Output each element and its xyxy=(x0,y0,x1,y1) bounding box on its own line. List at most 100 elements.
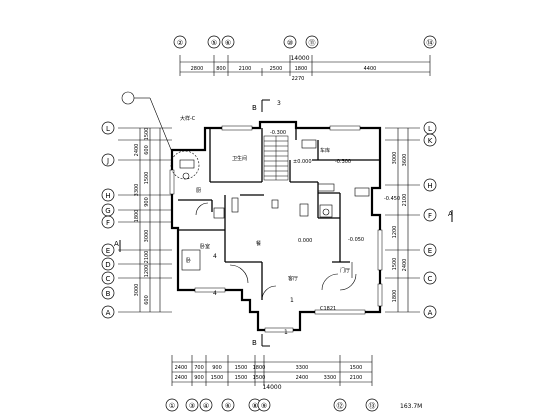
room-label-b: 厨 xyxy=(196,188,201,194)
bottom-upper-dim-2: 700 xyxy=(194,365,204,371)
room-label-e: 客厅 xyxy=(288,275,298,282)
fixtures xyxy=(179,139,370,301)
interior-walls xyxy=(178,128,380,300)
left-dim-5: 1500 xyxy=(144,172,150,185)
bottom-dim-texts: 2400 700 900 1500 1800 3300 1500 2400 90… xyxy=(175,365,363,391)
section-a-right: A xyxy=(448,210,453,218)
room-label-h: 车库 xyxy=(320,147,330,154)
grid-right-L: L xyxy=(428,125,432,133)
right-dim-1: 3000 xyxy=(392,152,398,165)
grid-bottom-label-5: ⑧ xyxy=(252,402,258,410)
bottom-total-dim: 14000 xyxy=(262,384,281,391)
bottom-dim-seg-5: 1500 xyxy=(253,375,266,381)
grid-right-C: C xyxy=(428,275,433,283)
section-b-bottom: B xyxy=(252,339,257,347)
grid-bottom-label-7: ⑫ xyxy=(337,402,344,410)
detail-callout xyxy=(121,91,200,180)
right-dim-3: 1200 xyxy=(392,226,398,239)
top-dimension-group xyxy=(179,55,431,76)
grid-right-K: K xyxy=(428,137,433,145)
grid-left-L: L xyxy=(106,125,110,133)
grid-left-C: C xyxy=(106,275,111,283)
top-grid-bubbles xyxy=(173,35,437,49)
left-dim-3: 600 xyxy=(144,145,150,155)
bottom-upper-dim-7: 1500 xyxy=(350,365,363,371)
right-dim-texts: 3000 2100 1200 3600 1500 2400 1800 xyxy=(392,152,408,303)
left-dim-10: 1200 xyxy=(144,265,150,278)
room-label-d: 卧 xyxy=(186,257,191,264)
grid-top-label-2: ⑤ xyxy=(211,39,217,47)
grid-left-J: J xyxy=(106,157,109,165)
left-grid-bubbles xyxy=(101,121,115,319)
bottom-grid-bubbles xyxy=(165,398,379,412)
section-b-top-num: 3 xyxy=(277,100,281,107)
bottom-upper-dim-1: 2400 xyxy=(175,365,188,371)
grid-right-F: F xyxy=(428,212,432,220)
grid-left-E: E xyxy=(106,247,110,255)
section-b-bottom-num: 1 xyxy=(284,329,288,336)
staircase xyxy=(263,135,289,181)
bottom-dim-seg-7: 3300 xyxy=(324,375,337,381)
right-grid-bubbles xyxy=(423,121,437,319)
left-dim-6: 900 xyxy=(144,197,150,207)
bottom-dim-seg-4: 1500 xyxy=(235,375,248,381)
grid-bottom-label-6: ⑨ xyxy=(261,402,267,410)
grid-bottom-label-4: ⑥ xyxy=(225,402,231,410)
section-marks xyxy=(119,99,453,347)
top-dim-seg-6: 4400 xyxy=(364,66,377,72)
top-total-dim: 14000 xyxy=(290,55,309,62)
room-label-a: 卫生间 xyxy=(232,155,247,162)
bottom-upper-dim-5: 1800 xyxy=(253,365,266,371)
top-dim-seg-4: 2500 xyxy=(270,66,283,72)
left-dim-12: 600 xyxy=(144,295,150,305)
grid-top-label-6: ⑭ xyxy=(427,39,434,47)
grid-left-F: F xyxy=(106,219,110,227)
bottom-dimension-group xyxy=(171,355,373,386)
left-dim-2: 1500 xyxy=(144,128,150,141)
grid-bottom-label-1: ① xyxy=(169,402,175,410)
detail-note: 大样-C xyxy=(180,115,196,122)
left-dimension-group xyxy=(118,127,172,313)
grid-left-D: D xyxy=(105,261,110,269)
top-dim-extra: 2270 xyxy=(292,76,305,82)
num-1: 1 xyxy=(290,297,294,304)
left-dim-7: 1800 xyxy=(134,210,140,223)
elevation-2: ±0.000 xyxy=(293,159,312,165)
grid-bottom-label-2: ③ xyxy=(189,402,195,410)
left-dim-texts: 2400 1500 600 3300 1500 900 1800 3000 21… xyxy=(134,128,150,305)
top-dim-seg-5: 1800 xyxy=(295,66,308,72)
left-dim-11: 3000 xyxy=(134,284,140,297)
left-dim-8: 3000 xyxy=(144,230,150,243)
grid-top-label-1: ② xyxy=(177,39,183,47)
num-4b: 4 xyxy=(213,290,217,297)
num-4: 4 xyxy=(213,253,217,260)
bottom-dim-seg-8: 2100 xyxy=(350,375,363,381)
right-dim-6: 2400 xyxy=(402,259,408,272)
grid-right-A: A xyxy=(428,309,433,317)
elevation-1: -0.300 xyxy=(270,130,286,136)
room-label-g: 门厅 xyxy=(340,267,350,274)
right-dim-4: 3600 xyxy=(402,154,408,167)
elevation-3: -0.300 xyxy=(335,159,351,165)
left-dim-4: 3300 xyxy=(134,184,140,197)
room-label-f: 餐 xyxy=(256,240,261,247)
top-dim-seg-2: 800 xyxy=(216,66,226,72)
window-tag: C1821 xyxy=(320,306,336,312)
elevation-4: -0.450 xyxy=(384,196,400,202)
right-dim-5: 1500 xyxy=(392,258,398,271)
area-label: 163.7M xyxy=(400,403,422,410)
section-b-top: B xyxy=(252,104,257,112)
bottom-upper-dim-6: 3300 xyxy=(296,365,309,371)
bottom-upper-dim-4: 1500 xyxy=(235,365,248,371)
grid-top-label-5: ⑪ xyxy=(309,39,316,47)
bottom-dim-seg-1: 2400 xyxy=(175,375,188,381)
right-dim-2: 2100 xyxy=(402,194,408,207)
grid-right-E: E xyxy=(428,247,432,255)
windows xyxy=(169,125,383,333)
room-label-c: 卧室 xyxy=(200,243,210,250)
right-dim-7: 1800 xyxy=(392,290,398,303)
bottom-dim-seg-3: 1500 xyxy=(211,375,224,381)
grid-left-A: A xyxy=(106,309,111,317)
grid-left-B: B xyxy=(106,290,111,298)
